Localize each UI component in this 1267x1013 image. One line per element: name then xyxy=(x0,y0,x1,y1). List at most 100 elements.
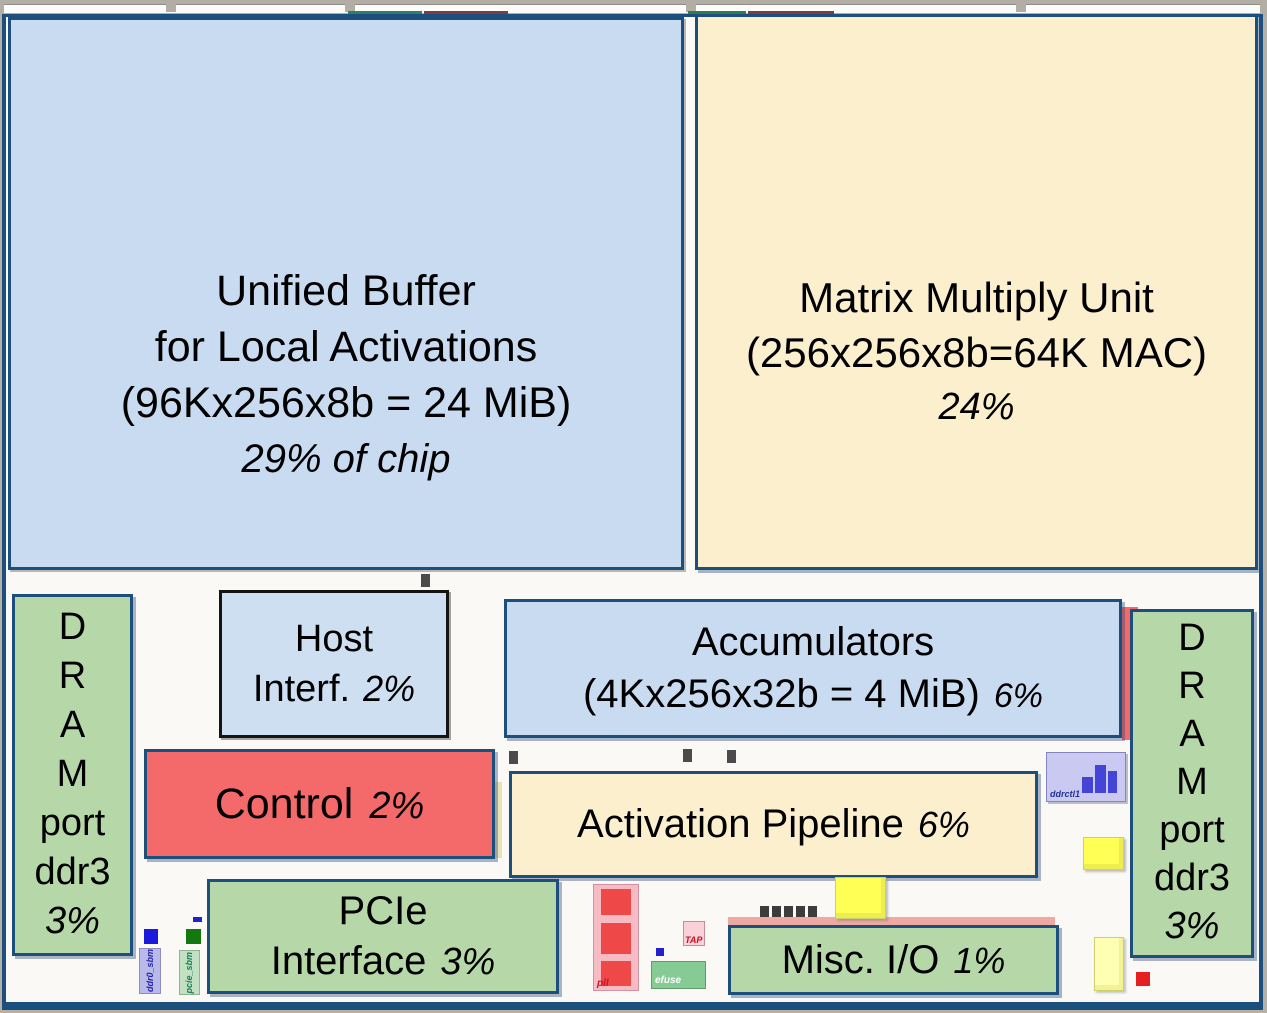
dram-right-letter-r: R xyxy=(1178,665,1206,707)
edge-notch xyxy=(345,2,355,12)
sticky-note xyxy=(1094,937,1124,991)
block-unified-buffer: Unified Buffer for Local Activations (96… xyxy=(8,17,684,570)
activation-line: Activation Pipeline 6% xyxy=(577,802,970,847)
block-dram-port-right: D R A M port ddr3 3% xyxy=(1130,609,1254,958)
misc-io-line: Misc. I/O 1% xyxy=(782,938,1006,983)
edge-mark xyxy=(748,11,834,15)
block-dram-port-left: D R A M port ddr3 3% xyxy=(12,594,133,956)
control-label: Control xyxy=(214,779,354,828)
activation-label: Activation Pipeline xyxy=(577,802,904,846)
host-interf-label: Interf. xyxy=(252,668,351,710)
pll-block: pll xyxy=(593,884,639,991)
tick-mark xyxy=(727,750,736,763)
edge-mark xyxy=(688,11,746,15)
dram-right-port: port xyxy=(1159,809,1225,851)
tap-label: TAP xyxy=(685,935,703,945)
ddrctl1-block: ddrctl1 xyxy=(1046,752,1126,802)
host-line2: Interf. 2% xyxy=(253,664,415,714)
mmu-line2: (256x256x8b=64K MAC) xyxy=(745,329,1208,376)
block-misc-io: Misc. I/O 1% xyxy=(728,925,1059,995)
tick-mark xyxy=(683,749,692,762)
pll-cell xyxy=(601,961,631,986)
dram-left-port: port xyxy=(39,802,106,844)
edge-notch xyxy=(166,2,176,12)
activation-percent: 6% xyxy=(917,804,970,845)
dram-right-ddr3: ddr3 xyxy=(1153,857,1231,899)
unified-buffer-line1: Unified Buffer xyxy=(216,267,476,315)
pll-cell xyxy=(601,889,631,915)
block-host-interface: Host Interf. 2% xyxy=(219,590,449,738)
pcie-sbm-block: pcie_sbm xyxy=(179,950,200,995)
accumulators-size-label: (4Kx256x32b = 4 MiB) xyxy=(582,671,980,716)
ddrctl1-label: ddrctl1 xyxy=(1050,789,1081,799)
pcie-sbm-label: pcie_sbm xyxy=(184,951,194,994)
dram-right-letter-a: A xyxy=(1179,713,1205,755)
pad-row xyxy=(760,906,817,917)
blue-macro-chip xyxy=(144,929,158,944)
pll-cell xyxy=(601,923,631,954)
host-line1: Host xyxy=(294,618,374,660)
edge-notch xyxy=(1016,2,1026,12)
pad-cell xyxy=(808,906,817,917)
block-control: Control 2% xyxy=(144,749,495,859)
blue-dash xyxy=(193,917,202,922)
tick-mark xyxy=(421,574,430,587)
block-matrix-multiply-unit: Matrix Multiply Unit (256x256x8b=64K MAC… xyxy=(695,14,1258,570)
host-percent: 2% xyxy=(363,668,416,709)
pad-cell xyxy=(760,906,769,917)
ddr0-sbm-block: ddr0_sbm xyxy=(139,948,161,994)
dram-left-letter-m: M xyxy=(56,753,89,795)
green-macro-chip xyxy=(186,929,201,944)
pcie-line2: Interface 3% xyxy=(271,936,496,987)
dram-left-percent: 3% xyxy=(45,900,100,942)
cream-sliver xyxy=(495,782,502,858)
block-activation-pipeline: Activation Pipeline 6% xyxy=(509,771,1038,878)
bar xyxy=(1108,771,1117,793)
mmu-line1: Matrix Multiply Unit xyxy=(799,274,1154,321)
bar xyxy=(1095,765,1106,793)
accumulators-percent: 6% xyxy=(993,676,1043,715)
unified-buffer-line2: for Local Activations xyxy=(154,323,538,371)
dram-left-letter-a: A xyxy=(59,704,86,746)
misc-io-label: Misc. I/O xyxy=(781,937,940,982)
pcie-percent: 3% xyxy=(440,941,496,983)
red-chip xyxy=(1136,972,1150,986)
dram-right-letter-m: M xyxy=(1176,761,1208,803)
edge-notch xyxy=(686,2,696,12)
bar xyxy=(1082,777,1093,793)
misc-io-percent: 1% xyxy=(953,939,1006,981)
sticky-note xyxy=(1083,837,1124,870)
accumulators-line1: Accumulators xyxy=(691,619,935,664)
pad-cell xyxy=(796,906,805,917)
edge-mark xyxy=(424,11,508,15)
unified-buffer-percent: 29% of chip xyxy=(241,437,451,481)
efuse-block: efuse xyxy=(651,961,706,989)
dram-right-percent: 3% xyxy=(1164,905,1220,947)
accumulators-line2: (4Kx256x32b = 4 MiB) 6% xyxy=(583,668,1043,722)
sticky-note xyxy=(835,877,886,919)
block-pcie-interface: PCIe Interface 3% xyxy=(207,879,559,994)
control-line: Control 2% xyxy=(215,780,425,829)
top-edge-strip xyxy=(0,0,1267,16)
top-edge-band xyxy=(4,4,1260,13)
pll-label: pll xyxy=(597,978,609,989)
ddrctl1-bars-icon xyxy=(1082,765,1117,793)
salmon-strip xyxy=(728,917,1055,926)
block-accumulators: Accumulators (4Kx256x32b = 4 MiB) 6% xyxy=(504,599,1122,738)
efuse-label: efuse xyxy=(655,975,682,986)
edge-mark xyxy=(348,11,422,15)
pcie-interface-label: Interface xyxy=(270,939,427,983)
pad-cell xyxy=(784,906,793,917)
dram-right-letter-d: D xyxy=(1178,617,1206,659)
blue-mini-chip xyxy=(656,948,664,956)
tick-mark xyxy=(509,751,518,764)
pad-cell xyxy=(772,906,781,917)
dram-left-letter-r: R xyxy=(58,655,87,697)
tap-block: TAP xyxy=(683,921,705,946)
control-percent: 2% xyxy=(369,784,425,827)
dram-left-letter-d: D xyxy=(58,606,87,648)
pcie-line1: PCIe xyxy=(338,889,428,933)
mmu-percent: 24% xyxy=(938,386,1015,428)
ddr0-sbm-label: ddr0_sbm xyxy=(144,949,155,993)
